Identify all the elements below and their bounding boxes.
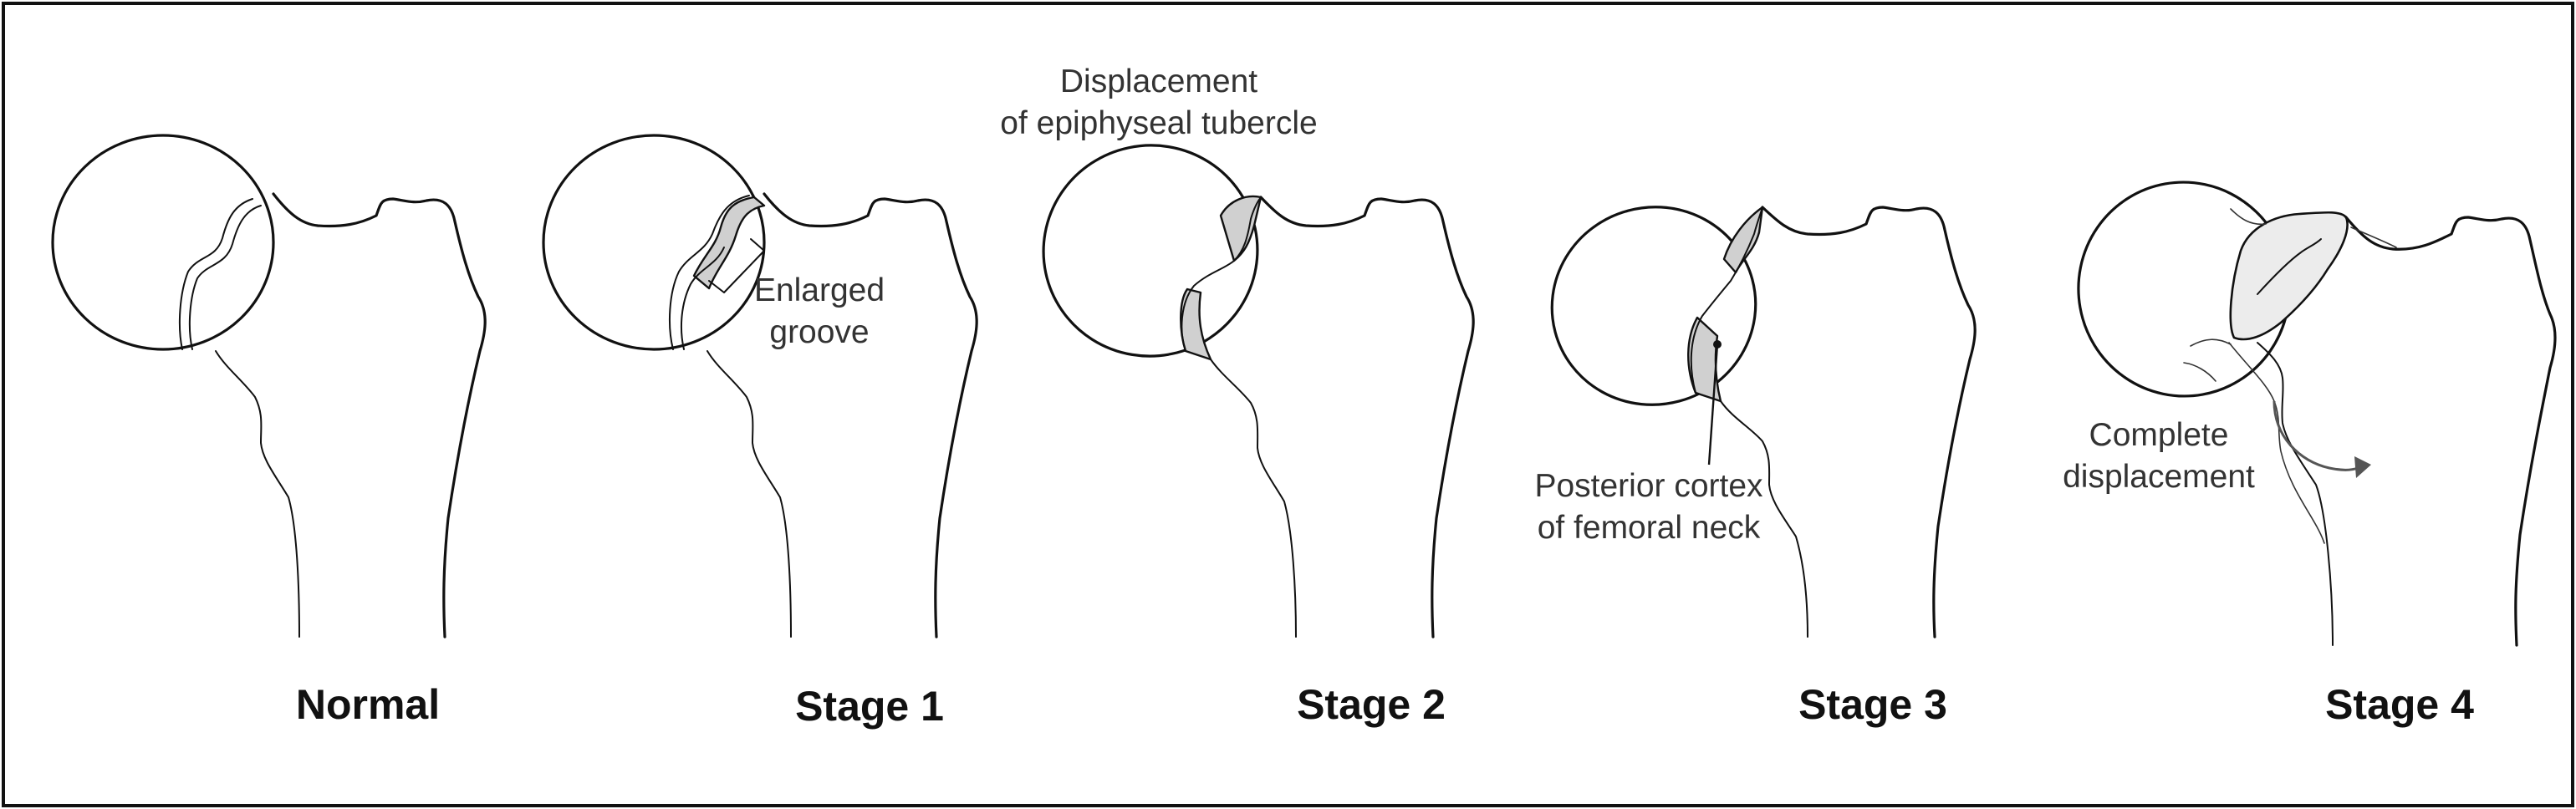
- femur-stage-1: [543, 135, 977, 637]
- femur-stage-4: [2062, 165, 2555, 645]
- displaced-fragment-shading: [2231, 212, 2348, 339]
- svg-text:Displacement: Displacement: [1060, 64, 1257, 99]
- svg-text:displacement: displacement: [2063, 459, 2255, 495]
- femoral-head: [1530, 184, 1778, 427]
- annotation-line: groove: [769, 314, 869, 350]
- svg-text:of epiphyseal tubercle: of epiphyseal tubercle: [1000, 105, 1317, 141]
- femur-outline: [2346, 217, 2555, 645]
- annotation-complete-displacement: Complete displacement: [2063, 417, 2255, 495]
- femur-outline: [273, 194, 485, 637]
- femur-outline: [764, 194, 977, 637]
- femur-neck-underside: [707, 351, 791, 637]
- svg-text:Posterior cortex: Posterior cortex: [1534, 468, 1763, 504]
- svg-text:of femoral neck: of femoral neck: [1538, 510, 1761, 546]
- annotation-line: Posterior cortex: [1534, 468, 1763, 504]
- stage-label-normal: Normal: [296, 681, 440, 728]
- femur-stage-3: [1530, 184, 1976, 637]
- faint-line-2: [2191, 339, 2231, 346]
- femur-outline: [1261, 197, 1473, 637]
- annotation-posterior-cortex: Posterior cortex of femoral neck: [1534, 468, 1763, 546]
- stage-label-stage-2: Stage 2: [1297, 681, 1446, 728]
- svg-text:groove: groove: [769, 314, 869, 350]
- faint-line-3: [2184, 363, 2216, 381]
- annotation-enlarged-groove: Enlarged groove: [754, 272, 885, 350]
- annotation-epiphyseal-displacement: Displacement of epiphyseal tubercle: [1000, 64, 1317, 141]
- stage-label-stage-3: Stage 3: [1798, 681, 1947, 728]
- stage-label-stage-1: Stage 1: [795, 683, 944, 730]
- femur-normal: [53, 135, 485, 637]
- annotation-line: displacement: [2063, 459, 2255, 495]
- femur-outline: [1762, 207, 1975, 637]
- femur-stage-2: [1024, 125, 1474, 637]
- femur-neck-underside: [2257, 343, 2333, 645]
- annotation-line: of femoral neck: [1538, 510, 1761, 546]
- neck-contour-faint: [2229, 343, 2324, 543]
- annotation-line: Displacement: [1060, 64, 1257, 99]
- stage-label-stage-4: Stage 4: [2325, 681, 2474, 728]
- annotation-line: Complete: [2089, 417, 2229, 453]
- annotation-line: Enlarged: [754, 272, 885, 308]
- femur-neck-underside: [216, 351, 299, 637]
- svg-text:Complete: Complete: [2089, 417, 2229, 453]
- femur-neck-underside: [1211, 359, 1296, 637]
- displacement-arrow-head: [2354, 456, 2371, 478]
- posterior-cortex-dot: [1713, 340, 1722, 349]
- annotation-line: of epiphyseal tubercle: [1000, 105, 1317, 141]
- femoral-head: [53, 135, 273, 349]
- svg-text:Enlarged: Enlarged: [754, 272, 885, 308]
